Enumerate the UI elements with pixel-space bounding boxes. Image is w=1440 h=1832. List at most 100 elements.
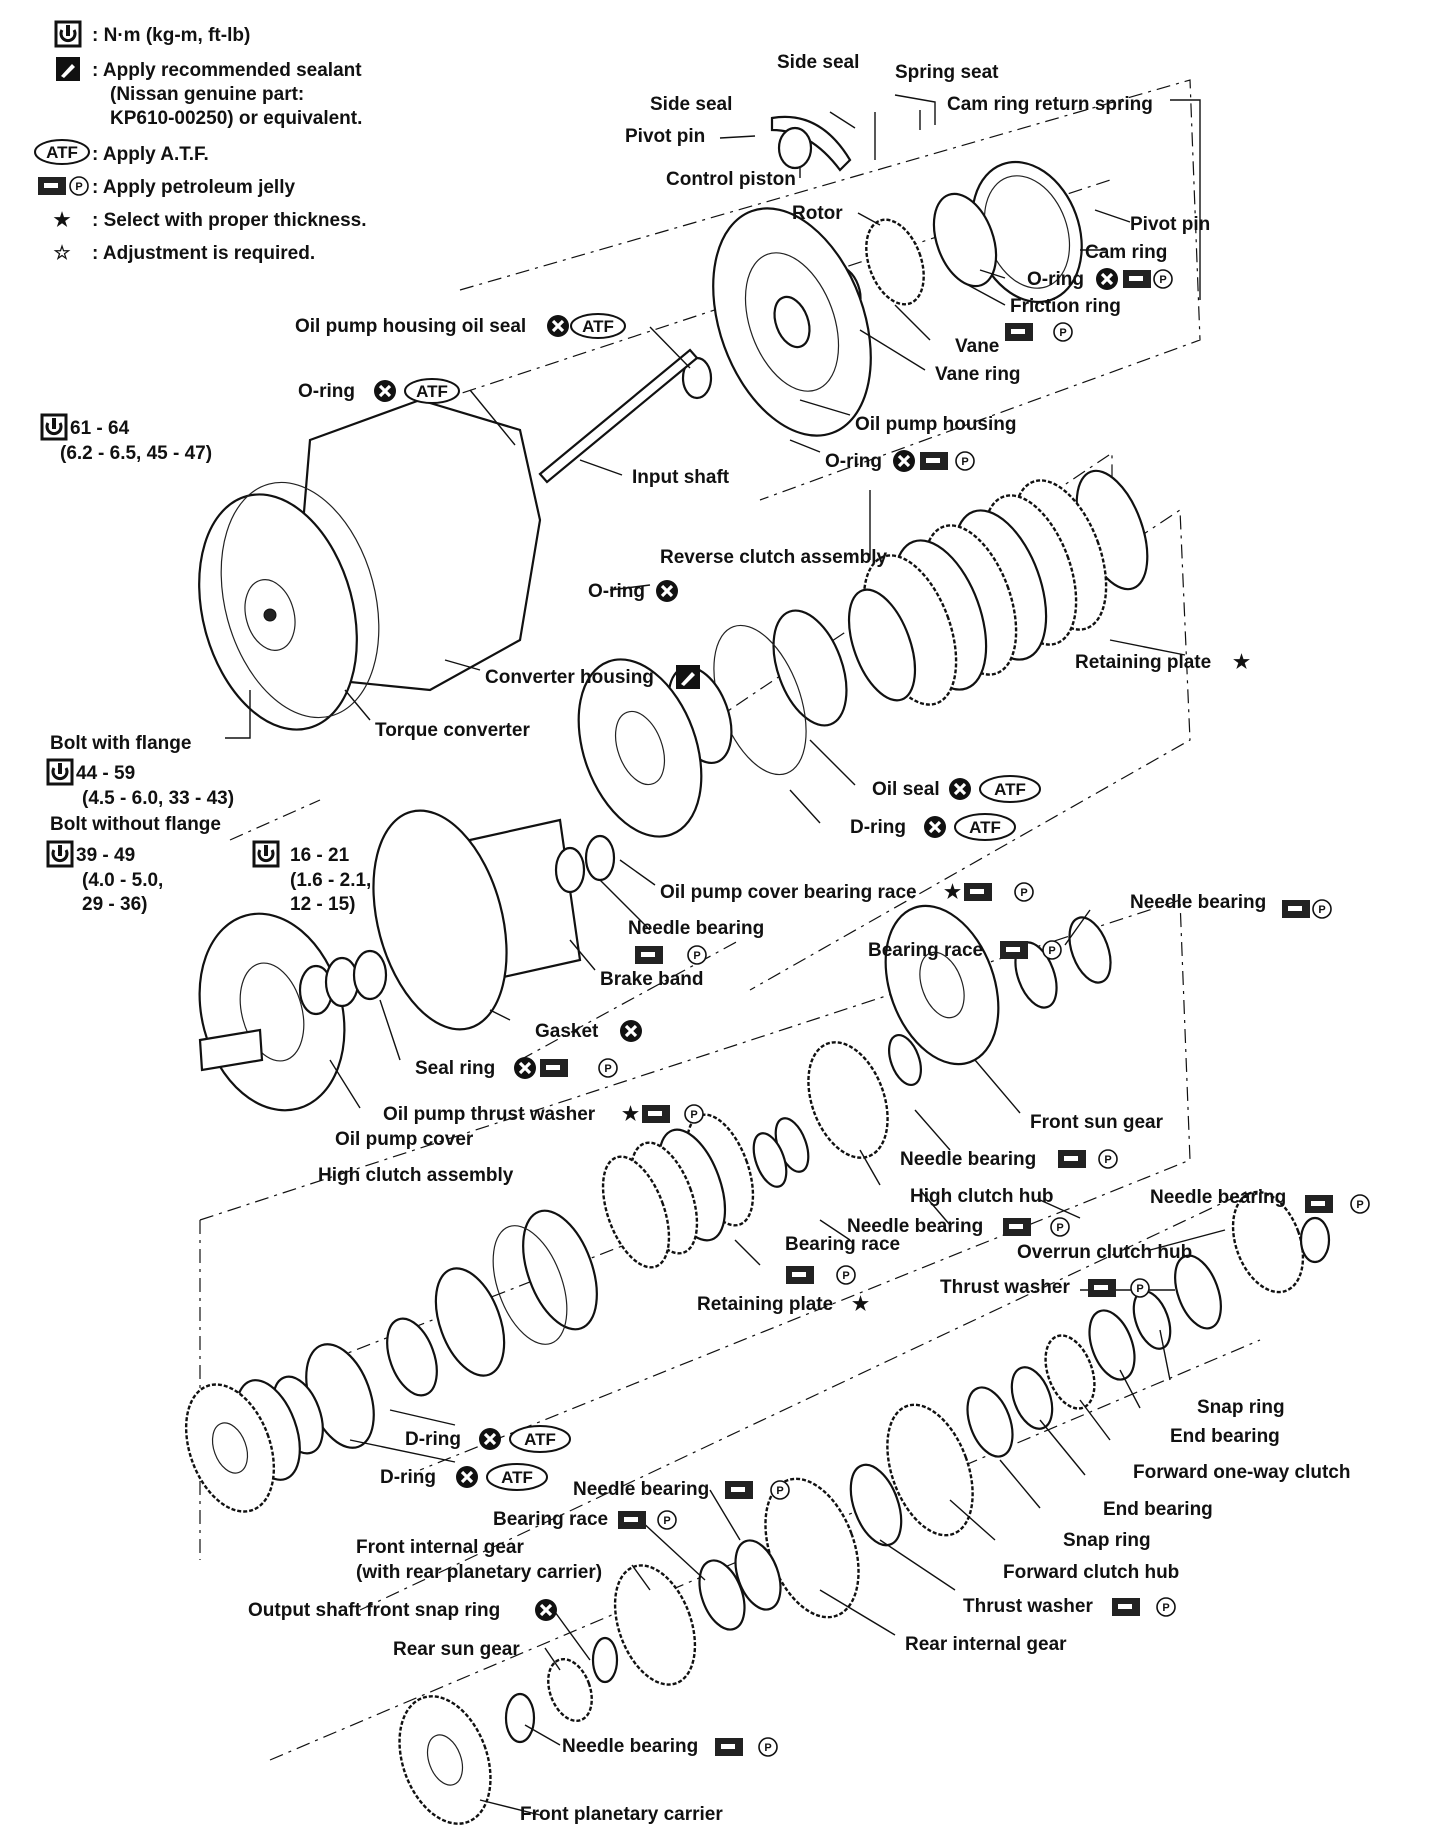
label-high-clutch-assembly: High clutch assembly <box>318 1165 514 1186</box>
o-ring-top-callout: O-ring ATF <box>298 378 460 404</box>
petroleum-jelly-icon <box>1058 1150 1086 1168</box>
label-thrust-washer-low: Thrust washer <box>963 1596 1093 1617</box>
torque-icon <box>40 413 68 441</box>
petroleum-p-icon <box>684 1104 704 1124</box>
labels: Side seal Spring seat Side seal Cam ring… <box>40 52 1370 1825</box>
label-front-sun-gear: Front sun gear <box>1030 1112 1164 1133</box>
petroleum-jelly-icon <box>618 1511 646 1529</box>
label-d-ring-mid: D-ring <box>405 1429 461 1450</box>
o-ring-cam-callout: O-ring <box>1027 266 1173 292</box>
atf-icon-text: ATF <box>524 1430 556 1449</box>
atf-icon-text: ATF <box>582 317 614 336</box>
atf-icon <box>979 775 1041 803</box>
legend: : N·m (kg-m, ft-lb) : Apply recommended … <box>34 20 367 264</box>
needle-bearing-right1-callout: Needle bearing <box>1130 892 1332 919</box>
legend-atf: : Apply A.T.F. <box>92 144 209 165</box>
torque-icon <box>46 840 74 868</box>
legend-torque: : N·m (kg-m, ft-lb) <box>92 25 250 46</box>
replace-x-icon <box>947 776 973 802</box>
gasket-part <box>372 809 508 1031</box>
oil-pump-cover-part <box>198 912 346 1112</box>
label-rotor: Rotor <box>792 203 843 224</box>
label-seal-ring: Seal ring <box>415 1058 495 1079</box>
label-gasket: Gasket <box>535 1021 599 1042</box>
label-front-internal-gear: Front internal gear <box>356 1537 524 1558</box>
leader-lines <box>225 94 1226 1816</box>
label-bearing-race-mid: Bearing race <box>785 1234 900 1255</box>
label-torque-61b: (6.2 - 6.5, 45 - 47) <box>60 443 212 464</box>
petroleum-p-icon <box>955 451 975 471</box>
label-side-seal: Side seal <box>650 94 732 115</box>
label-needle-bearing-brake: Needle bearing <box>628 918 764 939</box>
petroleum-jelly-icon <box>642 1105 670 1123</box>
sealant-icon <box>676 665 700 689</box>
label-oil-pump-housing-oil-seal: Oil pump housing oil seal <box>295 316 526 337</box>
high-clutch-hub-part <box>807 1041 889 1159</box>
petroleum-p-icon <box>836 1265 856 1285</box>
label-front-planetary-carrier: Front planetary carrier <box>520 1804 723 1825</box>
label-retaining-plate-top: Retaining plate <box>1075 652 1211 673</box>
atf-icon <box>404 378 460 404</box>
oil-pump-cover-bearing-race-callout: Oil pump cover bearing race ★ <box>660 882 1034 903</box>
replace-x-icon <box>922 814 948 840</box>
thrust-washer-low-callout: Thrust washer <box>963 1596 1176 1617</box>
label-torque-39c: 29 - 36) <box>82 894 147 915</box>
petroleum-jelly-icon <box>786 1266 814 1284</box>
petroleum-p-icon <box>1050 1217 1070 1237</box>
forward-one-way-clutch-part <box>1044 1334 1096 1410</box>
needle-bearing-bottom-callout: Needle bearing <box>562 1736 778 1757</box>
label-oil-pump-cover-bearing-race: Oil pump cover bearing race <box>660 882 917 903</box>
forward-clutch-hub-part <box>886 1403 974 1537</box>
front-planetary-carrier-part <box>398 1695 492 1825</box>
petroleum-p-icon <box>598 1058 618 1078</box>
torque-icon <box>54 20 82 48</box>
replace-x-icon <box>618 1018 644 1044</box>
petroleum-jelly-icon <box>964 883 992 901</box>
torque-icon <box>252 840 280 868</box>
label-oil-pump-housing: Oil pump housing <box>855 414 1016 435</box>
replace-x-icon <box>454 1464 480 1490</box>
snap-ring-part <box>1174 1254 1222 1330</box>
petroleum-p-icon <box>1053 322 1073 342</box>
label-pivot-pin-left: Pivot pin <box>625 126 705 147</box>
label-vane: Vane <box>955 336 999 357</box>
d-ring-top-callout: D-ring ATF <box>850 813 1016 841</box>
label-bolt-without-flange: Bolt without flange <box>50 814 221 835</box>
legend-select: : Select with proper thickness. <box>92 210 367 231</box>
seal-ring-callout: Seal ring <box>415 1055 618 1081</box>
petroleum-p-icon <box>1130 1278 1150 1298</box>
control-piston-part <box>777 126 813 170</box>
label-torque-44: 44 - 59 <box>76 763 135 784</box>
converter-housing-callout: Converter housing <box>485 665 700 689</box>
atf-icon-text: ATF <box>416 382 448 401</box>
needle-bearing-right2-callout: Needle bearing <box>1150 1187 1370 1214</box>
label-torque-39: 39 - 49 <box>76 845 135 866</box>
label-spring-seat: Spring seat <box>895 62 999 83</box>
replace-x-icon <box>477 1426 503 1452</box>
petroleum-p-icon <box>687 945 707 965</box>
label-d-ring-top: D-ring <box>850 817 906 838</box>
replace-x-icon <box>654 578 680 604</box>
bearing-race-low-callout: Bearing race <box>493 1509 677 1530</box>
petroleum-p-icon <box>1014 882 1034 902</box>
hollow-star-icon: ☆ <box>53 243 70 264</box>
label-d-ring-low: D-ring <box>380 1467 436 1488</box>
label-vane-ring: Vane ring <box>935 364 1021 385</box>
petroleum-p-icon <box>1098 1149 1118 1169</box>
o-ring-part <box>932 192 998 288</box>
replace-x-icon <box>1094 266 1120 292</box>
replace-x-icon <box>891 448 917 474</box>
star-icon: ★ <box>944 882 961 903</box>
label-friction-ring: Friction ring <box>1010 296 1121 317</box>
petroleum-jelly-icon <box>635 946 663 964</box>
label-needle-bearing-mid: Needle bearing <box>847 1216 983 1237</box>
petroleum-jelly-icon <box>1112 1598 1140 1616</box>
sealant-icon <box>56 57 80 81</box>
needle-bearing-mid-callout: Needle bearing <box>847 1216 1070 1237</box>
label-rear-internal-gear: Rear internal gear <box>905 1634 1067 1655</box>
reverse-clutch-drum-part <box>577 658 703 838</box>
front-internal-gear-part <box>613 1564 697 1686</box>
label-control-piston: Control piston <box>666 169 796 190</box>
label-oil-pump-thrust-washer: Oil pump thrust washer <box>383 1104 596 1125</box>
